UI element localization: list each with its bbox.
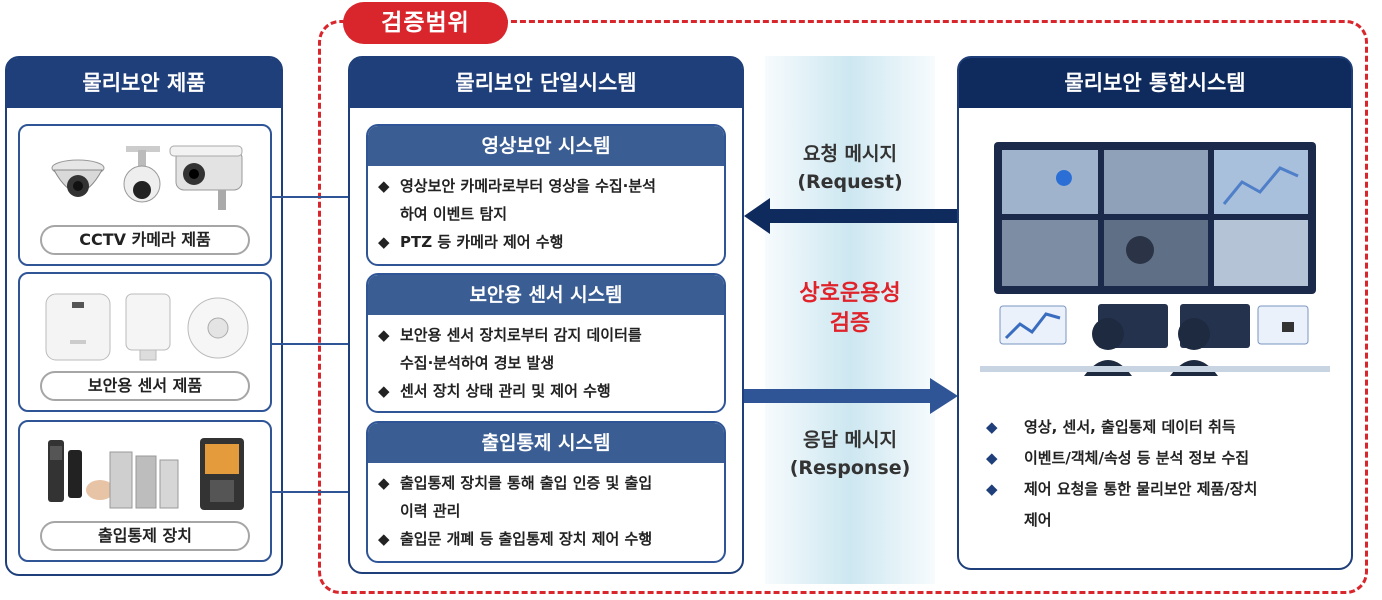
diamond-bullet-icon: ◆ (986, 449, 998, 467)
response-label-english: (Response) (789, 457, 911, 479)
request-message-label: 요청 메시지 (Request) (765, 140, 935, 196)
connector-access (272, 491, 366, 493)
request-label-english: (Request) (797, 171, 903, 193)
integrated-feature-list: ◆ 영상, 센서, 출입통제 데이터 취득 ◆ 이벤트/객체/속성 등 분석 정보 수… (986, 412, 1346, 536)
list-item: ◆ 이벤트/객체/속성 등 분석 정보 수집 (986, 443, 1346, 474)
product-label-cctv: CCTV 카메라 제품 (40, 225, 250, 255)
list-item-text: 영상, 센서, 출입통제 데이터 취득 (1024, 418, 1236, 436)
diamond-bullet-icon: ◆ (378, 233, 390, 251)
single-system-panel-title: 물리보안 단일시스템 (350, 58, 742, 108)
list-item: 제어 (986, 505, 1346, 536)
diamond-bullet-icon: ◆ (986, 418, 998, 436)
list-item: 하여 이벤트 탐지 (378, 200, 714, 228)
list-item-text: 이력 관리 (400, 502, 461, 520)
list-item: 이력 관리 (378, 497, 714, 525)
interop-verification-label: 상호운용성 검증 (765, 279, 935, 339)
product-label-access: 출입통제 장치 (40, 521, 250, 551)
list-item-text: 출입통제 장치를 통해 출입 인증 및 출입 (400, 474, 653, 492)
request-arrow (744, 198, 958, 234)
security-sensor-icon (45, 293, 249, 361)
system-title: 출입통제 시스템 (368, 423, 724, 463)
verification-scope-border (318, 20, 1368, 594)
diamond-bullet-icon: ◆ (378, 326, 390, 344)
product-card-cctv: CCTV 카메라 제품 (18, 124, 272, 266)
list-item: ◆ 영상보안 카메라로부터 영상을 수집·분석 (378, 172, 714, 200)
verification-scope-label: 검증범위 (343, 2, 508, 44)
list-item: ◆ 출입문 개폐 등 출입통제 장치 제어 수행 (378, 525, 714, 553)
list-item-text: 하여 이벤트 탐지 (400, 205, 508, 223)
list-item-text: 보안용 센서 장치로부터 감지 데이터를 (400, 326, 642, 344)
interop-label-line1: 상호운용성 (799, 281, 901, 306)
products-panel-title: 물리보안 제품 (7, 58, 281, 108)
list-item-text: 수집·분석하여 경보 발생 (400, 354, 555, 372)
request-label-korean: 요청 메시지 (802, 143, 897, 165)
access-control-device-icon (48, 438, 244, 510)
list-item-text: 제어 (1024, 511, 1052, 529)
product-label-sensor: 보안용 센서 제품 (40, 371, 250, 401)
control-room-illustration (980, 142, 1330, 376)
list-item: ◆ 영상, 센서, 출입통제 데이터 취득 (986, 412, 1346, 443)
product-card-access: 출입통제 장치 (18, 420, 272, 562)
list-item-text: 제어 요청을 통한 물리보안 제품/장치 (1024, 480, 1258, 498)
list-item-text: 센서 장치 상태 관리 및 제어 수행 (400, 382, 611, 400)
interop-label-line2: 검증 (829, 311, 871, 336)
response-label-korean: 응답 메시지 (802, 429, 897, 451)
response-arrow (744, 378, 958, 414)
system-title: 영상보안 시스템 (368, 126, 724, 166)
list-item-text: 출입문 개폐 등 출입통제 장치 제어 수행 (400, 530, 653, 548)
list-item: ◆ 제어 요청을 통한 물리보안 제품/장치 (986, 474, 1346, 505)
diamond-bullet-icon: ◆ (986, 480, 998, 498)
system-title: 보안용 센서 시스템 (368, 275, 724, 315)
list-item: ◆ 센서 장치 상태 관리 및 제어 수행 (378, 377, 714, 405)
connector-cctv (272, 196, 366, 198)
connector-sensor (272, 343, 366, 345)
product-card-sensor: 보안용 센서 제품 (18, 272, 272, 412)
interop-band (765, 56, 935, 584)
list-item: 수집·분석하여 경보 발생 (378, 349, 714, 377)
list-item-text: 영상보안 카메라로부터 영상을 수집·분석 (400, 177, 656, 195)
diamond-bullet-icon: ◆ (378, 177, 390, 195)
integrated-system-panel-title: 물리보안 통합시스템 (959, 58, 1351, 108)
diamond-bullet-icon: ◆ (378, 474, 390, 492)
list-item-text: PTZ 등 카메라 제어 수행 (400, 233, 564, 251)
integrated-system-features: ◆ 영상, 센서, 출입통제 데이터 취득 ◆ 이벤트/객체/속성 등 분석 정보 수… (986, 412, 1346, 536)
response-message-label: 응답 메시지 (Response) (765, 426, 935, 482)
list-item: ◆ 출입통제 장치를 통해 출입 인증 및 출입 (378, 469, 714, 497)
list-item: ◆ PTZ 등 카메라 제어 수행 (378, 228, 714, 256)
list-item: ◆ 보안용 센서 장치로부터 감지 데이터를 (378, 321, 714, 349)
list-item-text: 이벤트/객체/속성 등 분석 정보 수집 (1024, 449, 1250, 467)
diamond-bullet-icon: ◆ (378, 382, 390, 400)
diamond-bullet-icon: ◆ (378, 530, 390, 548)
cctv-camera-icon (51, 145, 243, 210)
